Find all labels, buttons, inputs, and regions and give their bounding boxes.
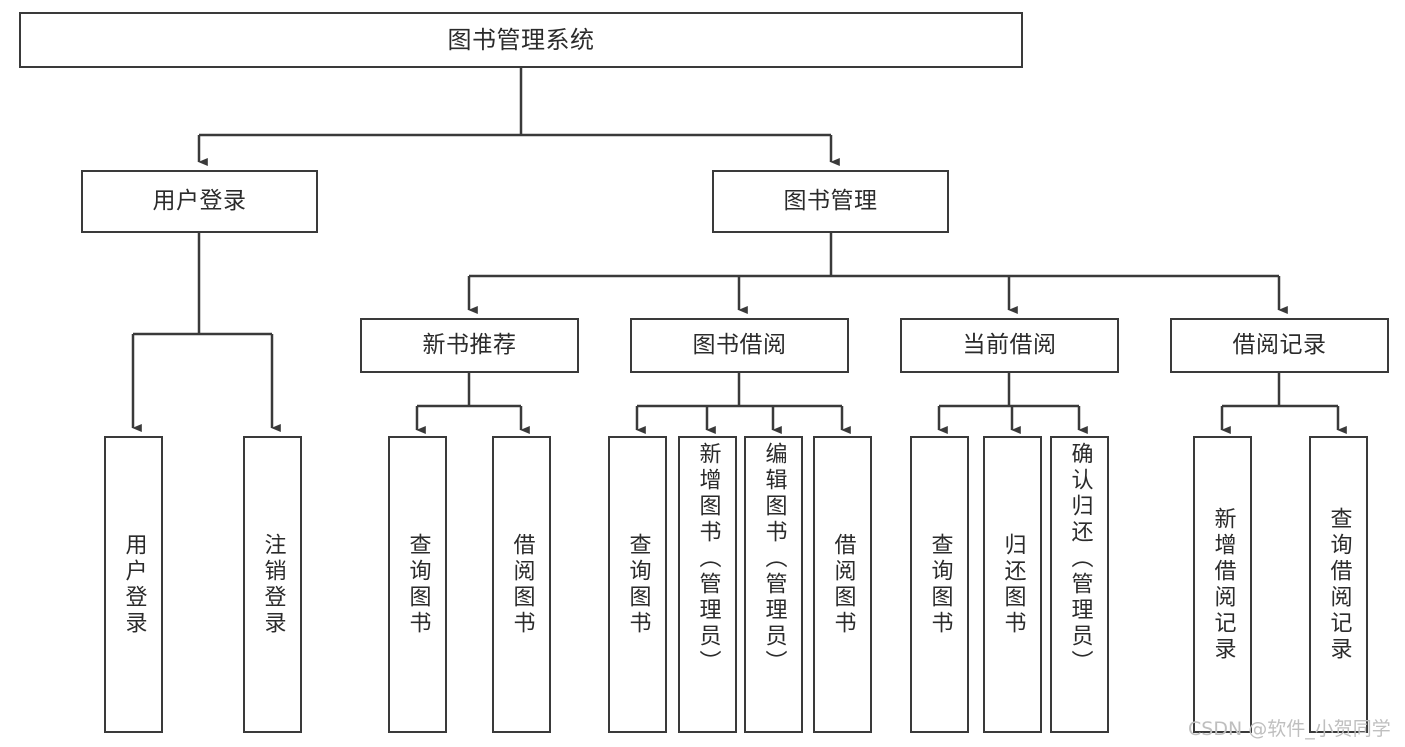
- node-leaf-query-book-3[interactable]: 查询图书: [910, 436, 969, 733]
- node-label: 确认归还（管理员）: [1067, 442, 1093, 676]
- node-label: 归还图书: [1000, 532, 1026, 637]
- node-label: 查询借阅记录: [1326, 506, 1352, 663]
- node-label: 查询图书: [405, 532, 431, 637]
- node-leaf-add-record[interactable]: 新增借阅记录: [1193, 436, 1252, 733]
- node-user-login[interactable]: 用户登录: [81, 170, 318, 233]
- node-label: 新增借阅记录: [1210, 506, 1236, 663]
- csdn-watermark: CSDN @软件_小贺同学: [1188, 718, 1391, 740]
- node-book-borrow[interactable]: 图书借阅: [630, 318, 849, 373]
- node-leaf-return-book[interactable]: 归还图书: [983, 436, 1042, 733]
- node-leaf-borrow-book-1[interactable]: 借阅图书: [492, 436, 551, 733]
- node-label: 用户登录: [152, 187, 247, 214]
- node-current-borrow[interactable]: 当前借阅: [900, 318, 1119, 373]
- node-new-book-recommend[interactable]: 新书推荐: [360, 318, 579, 373]
- node-leaf-query-book-1[interactable]: 查询图书: [388, 436, 447, 733]
- node-label: 注销登录: [260, 532, 286, 637]
- node-book-manage[interactable]: 图书管理: [712, 170, 949, 233]
- node-leaf-confirm-return[interactable]: 确认归还（管理员）: [1050, 436, 1109, 733]
- node-label: 图书管理: [783, 187, 878, 214]
- node-label: 图书借阅: [692, 331, 787, 358]
- node-label: 当前借阅: [962, 331, 1057, 358]
- node-label: 编辑图书（管理员）: [761, 442, 787, 676]
- node-leaf-borrow-book-2[interactable]: 借阅图书: [813, 436, 872, 733]
- node-label: 借阅记录: [1232, 331, 1327, 358]
- node-label: 用户登录: [121, 532, 147, 637]
- node-label: 借阅图书: [830, 532, 856, 637]
- node-label: 借阅图书: [509, 532, 535, 637]
- node-label: 图书管理系统: [447, 25, 595, 54]
- node-leaf-edit-book[interactable]: 编辑图书（管理员）: [744, 436, 803, 733]
- node-label: 查询图书: [927, 532, 953, 637]
- node-leaf-query-book-2[interactable]: 查询图书: [608, 436, 667, 733]
- node-label: 新书推荐: [422, 331, 517, 358]
- node-leaf-add-book[interactable]: 新增图书（管理员）: [678, 436, 737, 733]
- node-leaf-user-login[interactable]: 用户登录: [104, 436, 163, 733]
- node-root-system[interactable]: 图书管理系统: [19, 12, 1023, 68]
- node-borrow-record[interactable]: 借阅记录: [1170, 318, 1389, 373]
- node-leaf-logout-login[interactable]: 注销登录: [243, 436, 302, 733]
- node-label: 新增图书（管理员）: [695, 442, 721, 676]
- node-label: 查询图书: [625, 532, 651, 637]
- node-leaf-query-record[interactable]: 查询借阅记录: [1309, 436, 1368, 733]
